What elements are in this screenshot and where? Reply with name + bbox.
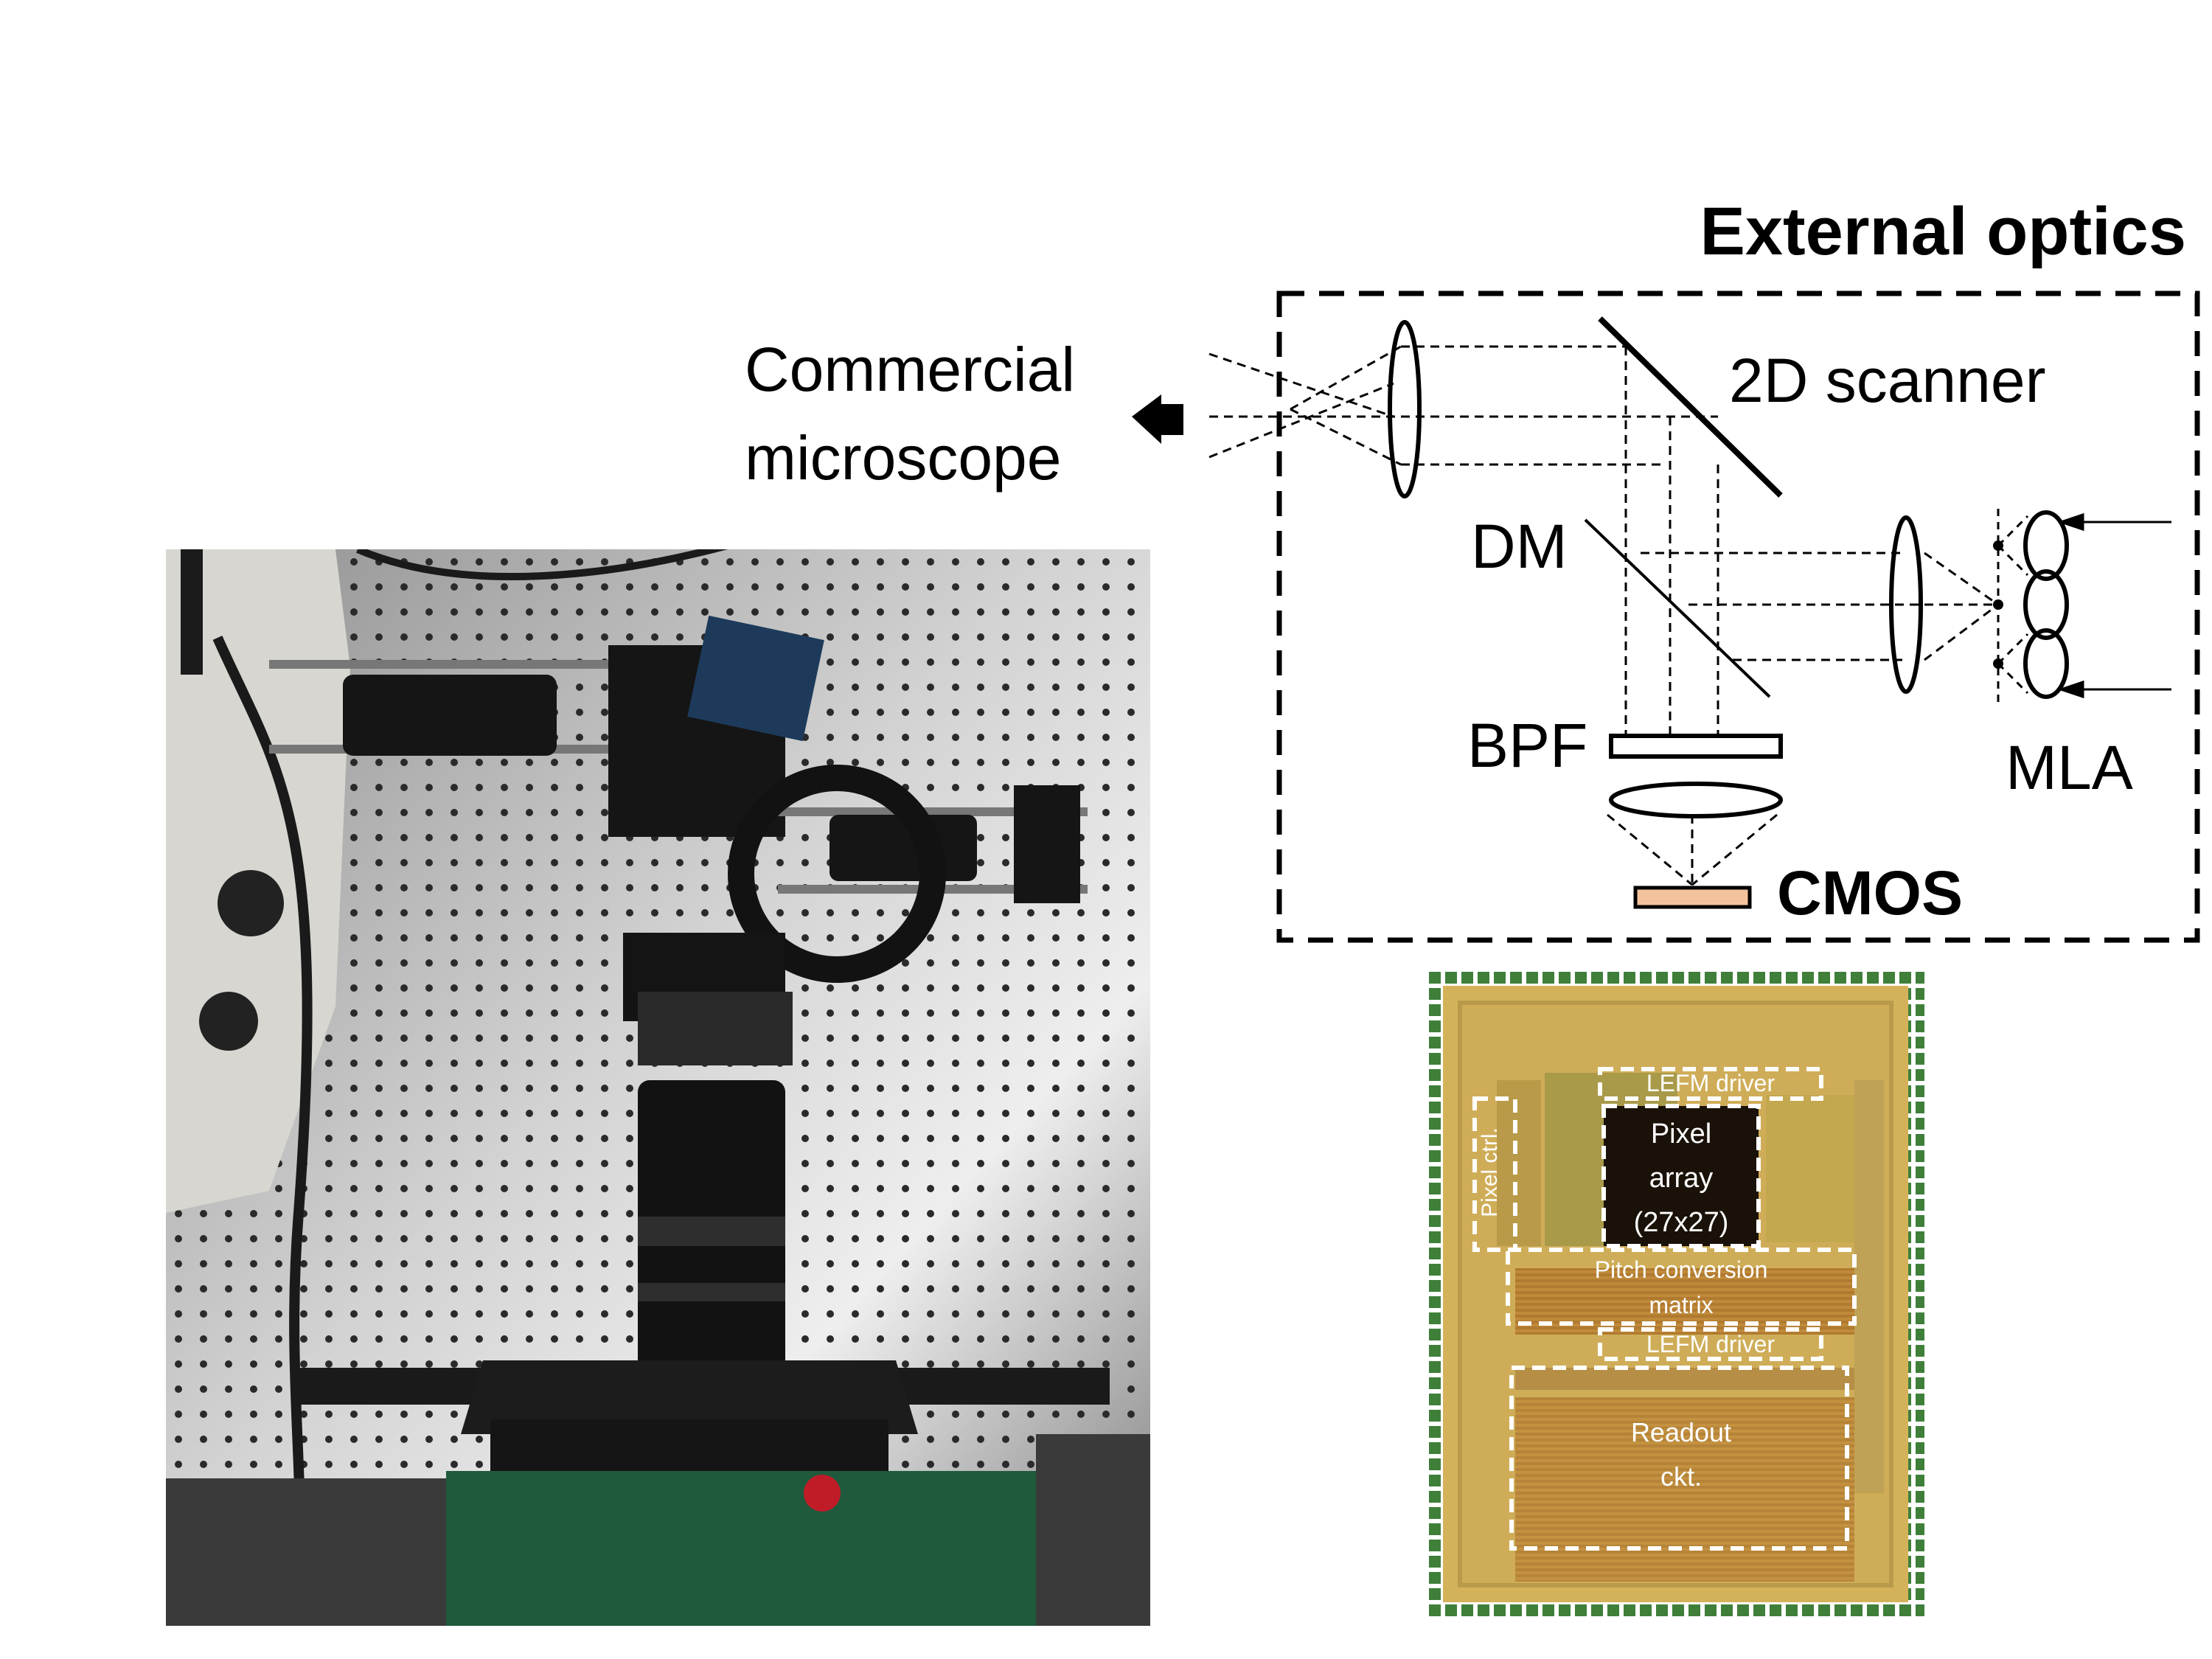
pixel-array-label-3: (27x27): [1634, 1207, 1729, 1238]
scanner-head: [687, 615, 824, 742]
entrance-rays: [1208, 345, 1718, 466]
cmos-sensor: [1633, 886, 1752, 909]
micro-lens-3: [2023, 628, 2069, 699]
relay-lens: [1889, 515, 1923, 694]
detection-rays: [1607, 347, 1999, 886]
readout-box: [1509, 1366, 1849, 1551]
left-arrow-icon: [1132, 394, 1183, 444]
band-pass-filter: [1609, 734, 1783, 759]
bpf-label: BPF: [1467, 711, 1587, 780]
pixel-ctrl-label: Pixel ctrl.: [1478, 1127, 1502, 1217]
commercial-microscope-label-1: Commercial: [745, 335, 1075, 404]
focusing-lens: [1609, 782, 1783, 818]
pixel-ctrl-box: [1472, 1096, 1517, 1252]
side-lens: [830, 815, 977, 881]
mla-label: MLA: [2006, 733, 2133, 802]
scanner-mirror: [1598, 316, 1783, 498]
external-optics-box: [1276, 291, 2200, 943]
readout-label-1: Readout: [1631, 1417, 1731, 1447]
pixel-array-label-1: Pixel: [1651, 1119, 1711, 1150]
diagram-title: External optics: [1700, 194, 2186, 269]
dm-label: DM: [1471, 512, 1568, 581]
camera-lens-top: [343, 675, 557, 756]
setup-photo: [166, 549, 1150, 1626]
chip-micrograph: LEFM driver Pixel ctrl. Pixel array (27x…: [1427, 970, 1924, 1618]
input-arrow-icons: [2057, 512, 2171, 699]
lefm-driver-bottom-label: LEFM driver: [1646, 1331, 1775, 1357]
lefm-driver-top-box: [1598, 1067, 1823, 1101]
pitch-conversion-label-1: Pitch conversion: [1595, 1256, 1768, 1283]
mla-focus-dot-2: [1993, 599, 2003, 610]
pixel-array-label-2: array: [1649, 1163, 1714, 1194]
lefm-driver-bottom-box: [1598, 1327, 1823, 1361]
dichroic-mirror: [1584, 518, 1771, 698]
objective-lens: [1388, 320, 1422, 498]
pitch-conversion-label-2: matrix: [1649, 1292, 1713, 1318]
lefm-driver-top-label: LEFM driver: [1646, 1070, 1775, 1096]
commercial-microscope-label-2: microscope: [745, 423, 1061, 493]
cmos-label: CMOS: [1777, 858, 1963, 928]
pcb-board: [446, 1471, 1036, 1626]
micro-lens-2: [2023, 569, 2069, 640]
pixel-array-box: [1601, 1104, 1761, 1248]
readout-label-2: ckt.: [1660, 1461, 1702, 1492]
optics-diagram: External optics Commercial microscope 2D…: [745, 194, 2200, 943]
micro-lens-1: [2023, 510, 2069, 581]
pitch-conversion-box: [1506, 1248, 1857, 1326]
scanner-label: 2D scanner: [1729, 346, 2046, 415]
mla-cone-rays: [1997, 515, 2029, 695]
